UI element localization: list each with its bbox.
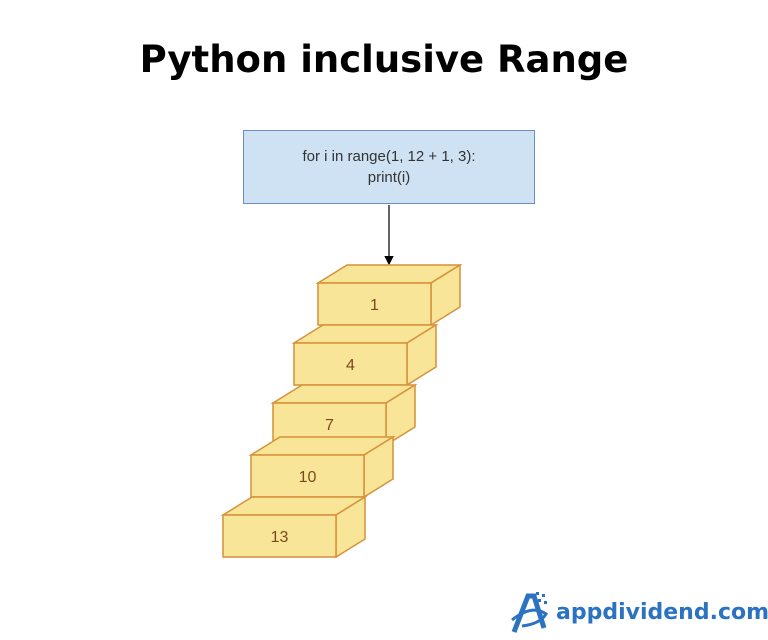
step-value: 1 bbox=[370, 297, 379, 314]
code-line-2: print(i) bbox=[367, 169, 411, 186]
brand-logo[interactable]: appdividend.com bbox=[510, 590, 768, 634]
box-front-face bbox=[222, 514, 337, 558]
step-value: 7 bbox=[325, 417, 334, 434]
step-box-1: 1 bbox=[315, 263, 463, 327]
step-box-13: 13 bbox=[220, 495, 368, 559]
logo-text: appdividend.com bbox=[556, 599, 768, 625]
code-line-1: for i in range(1, 12 + 1, 3): bbox=[302, 148, 476, 165]
step-box-4: 4 bbox=[291, 323, 439, 387]
code-box: for i in range(1, 12 + 1, 3): print(i) bbox=[243, 130, 535, 204]
step-value: 10 bbox=[299, 469, 317, 486]
step-box-10: 10 bbox=[248, 435, 396, 499]
page-title: Python inclusive Range bbox=[139, 38, 629, 81]
step-box-7: 7 bbox=[270, 383, 418, 447]
step-value: 13 bbox=[271, 529, 289, 546]
step-value: 4 bbox=[346, 357, 355, 374]
appdividend-logo-icon bbox=[511, 592, 548, 633]
